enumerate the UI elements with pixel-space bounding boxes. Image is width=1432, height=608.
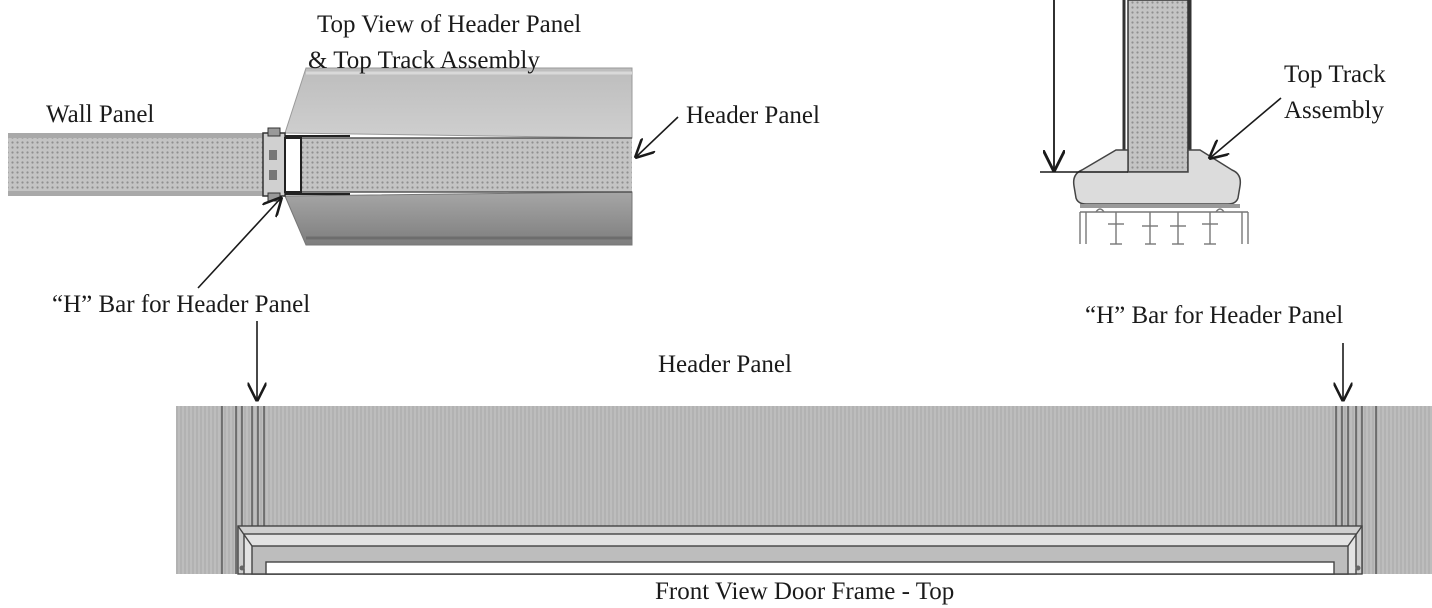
header-panel-core — [300, 138, 632, 192]
h-bar-label-right: “H” Bar for Header Panel — [1085, 302, 1344, 329]
top-track-arrow — [1210, 97, 1282, 158]
wall-panel-label: Wall Panel — [46, 101, 155, 128]
top-track-label-line2: Assembly — [1284, 97, 1384, 124]
header-casing-top — [284, 67, 633, 139]
front-view-caption: Front View Door Frame - Top — [655, 578, 955, 605]
header-panel-label-top: Header Panel — [686, 102, 820, 129]
h-bar-arrow-top — [197, 198, 281, 289]
vertical-panel-section — [1127, 0, 1189, 173]
front-view-drawing — [176, 321, 1432, 575]
h-bar-label-left: “H” Bar for Header Panel — [52, 291, 311, 318]
top-view-title-line2: & Top Track Assembly — [308, 47, 540, 74]
track-rail-profile — [1079, 208, 1249, 245]
header-panel-arrow — [636, 116, 679, 157]
top-track-label-line1: Top Track — [1284, 61, 1386, 88]
wall-panel-core — [8, 138, 270, 191]
top-track-section-drawing — [1040, 0, 1282, 245]
header-casing-bottom — [284, 191, 633, 246]
header-panel-label-front: Header Panel — [658, 351, 792, 378]
top-view-drawing — [8, 67, 679, 289]
top-track-housing — [1072, 149, 1242, 205]
door-frame-top — [237, 525, 1363, 575]
top-view-title-line1: Top View of Header Panel — [317, 11, 582, 38]
